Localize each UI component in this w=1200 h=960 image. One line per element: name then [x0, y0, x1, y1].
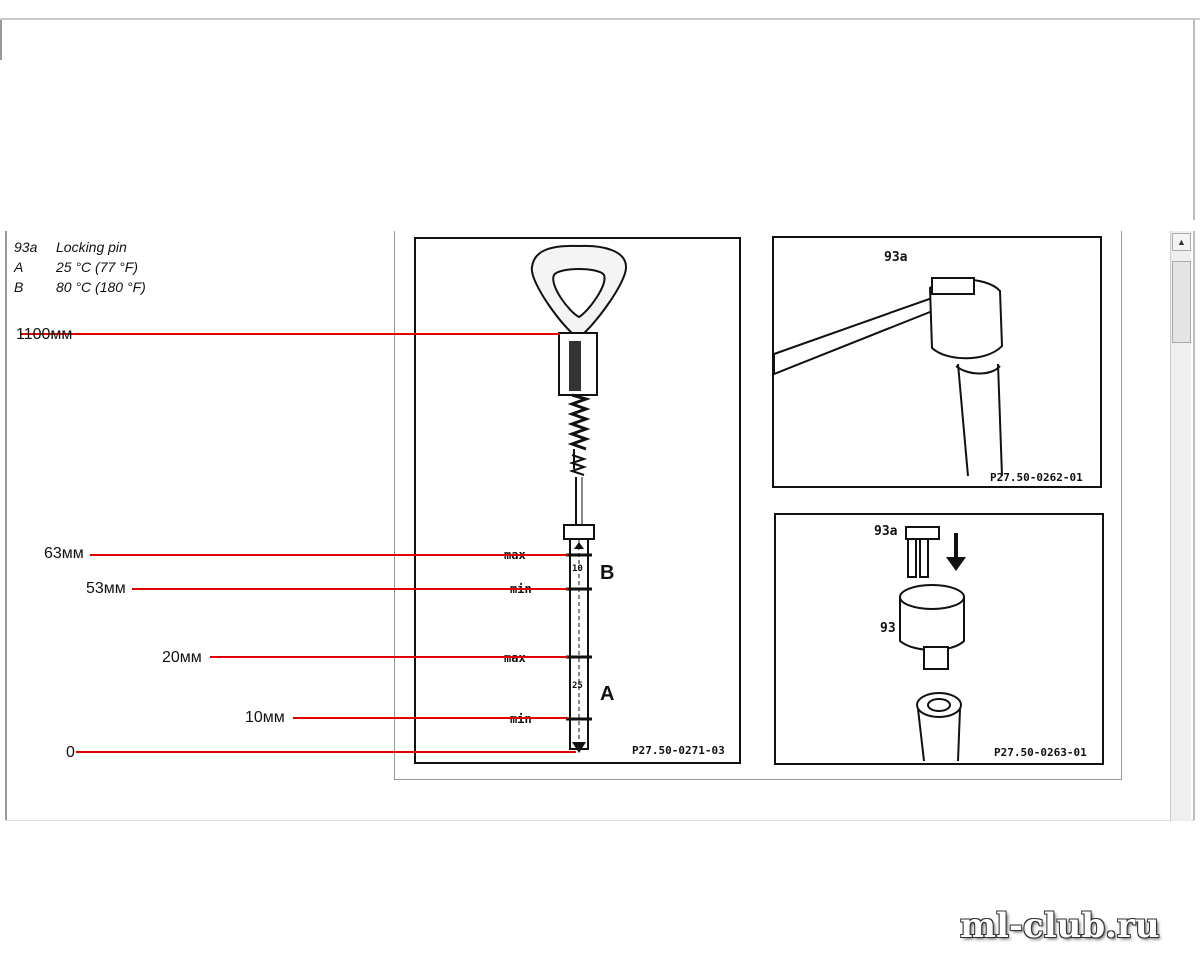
- main-figure-code: P27.50-0271-03: [632, 744, 725, 757]
- part-label-93a-top: 93a: [884, 250, 908, 265]
- legend-key: B: [14, 279, 24, 295]
- annotation-20: 20мм: [162, 649, 202, 666]
- label-a: A: [600, 683, 615, 705]
- window-right-border: [1193, 20, 1195, 220]
- dimension-a: 25: [572, 681, 583, 691]
- window-left-border: [0, 20, 2, 60]
- legend-text: Locking pin: [56, 239, 127, 255]
- legend-row: A 25 °C (77 °F): [14, 257, 146, 277]
- scroll-up-button[interactable]: ▲: [1172, 233, 1191, 251]
- content-left-border: [5, 231, 7, 821]
- cap-assembly-figure: [774, 513, 1104, 765]
- legend: 93a Locking pin A 25 °C (77 °F) B 80 °C (18…: [14, 237, 146, 297]
- legend-key: 93a: [14, 239, 38, 255]
- legend-row: B 80 °C (180 °F): [14, 277, 146, 297]
- bottom-right-figure-code: P27.50-0263-01: [994, 746, 1087, 759]
- legend-key: A: [14, 259, 24, 275]
- arrow-down-icon: [946, 533, 966, 571]
- annotation-10: 10мм: [245, 709, 285, 726]
- annotation-63: 63мм: [44, 545, 84, 562]
- content-right-border: [1193, 231, 1195, 821]
- annotation-0: 0: [66, 744, 75, 761]
- locking-pin-figure: [772, 236, 1102, 488]
- annotation-53: 53мм: [86, 580, 126, 597]
- part-label-93a-bottom: 93a: [874, 524, 898, 539]
- watermark: ml-club.ru: [960, 906, 1160, 946]
- dipstick-figure: [414, 237, 741, 764]
- locking-pin-icon: [931, 277, 975, 295]
- legend-text: 80 °C (180 °F): [56, 279, 146, 295]
- figure-panel: [394, 231, 1122, 780]
- content-bottom-border: [5, 820, 1195, 821]
- annotation-1100: 1100мм: [16, 326, 73, 343]
- part-label-93: 93: [880, 621, 896, 636]
- legend-text: 25 °C (77 °F): [56, 259, 138, 275]
- window-top-border: [0, 18, 1200, 20]
- top-right-figure-code: P27.50-0262-01: [990, 471, 1083, 484]
- vertical-scrollbar[interactable]: ▲: [1170, 231, 1191, 821]
- label-b: B: [600, 562, 615, 584]
- dimension-b: 10: [572, 564, 583, 574]
- legend-row: 93a Locking pin: [14, 237, 146, 257]
- scroll-thumb[interactable]: [1172, 261, 1191, 343]
